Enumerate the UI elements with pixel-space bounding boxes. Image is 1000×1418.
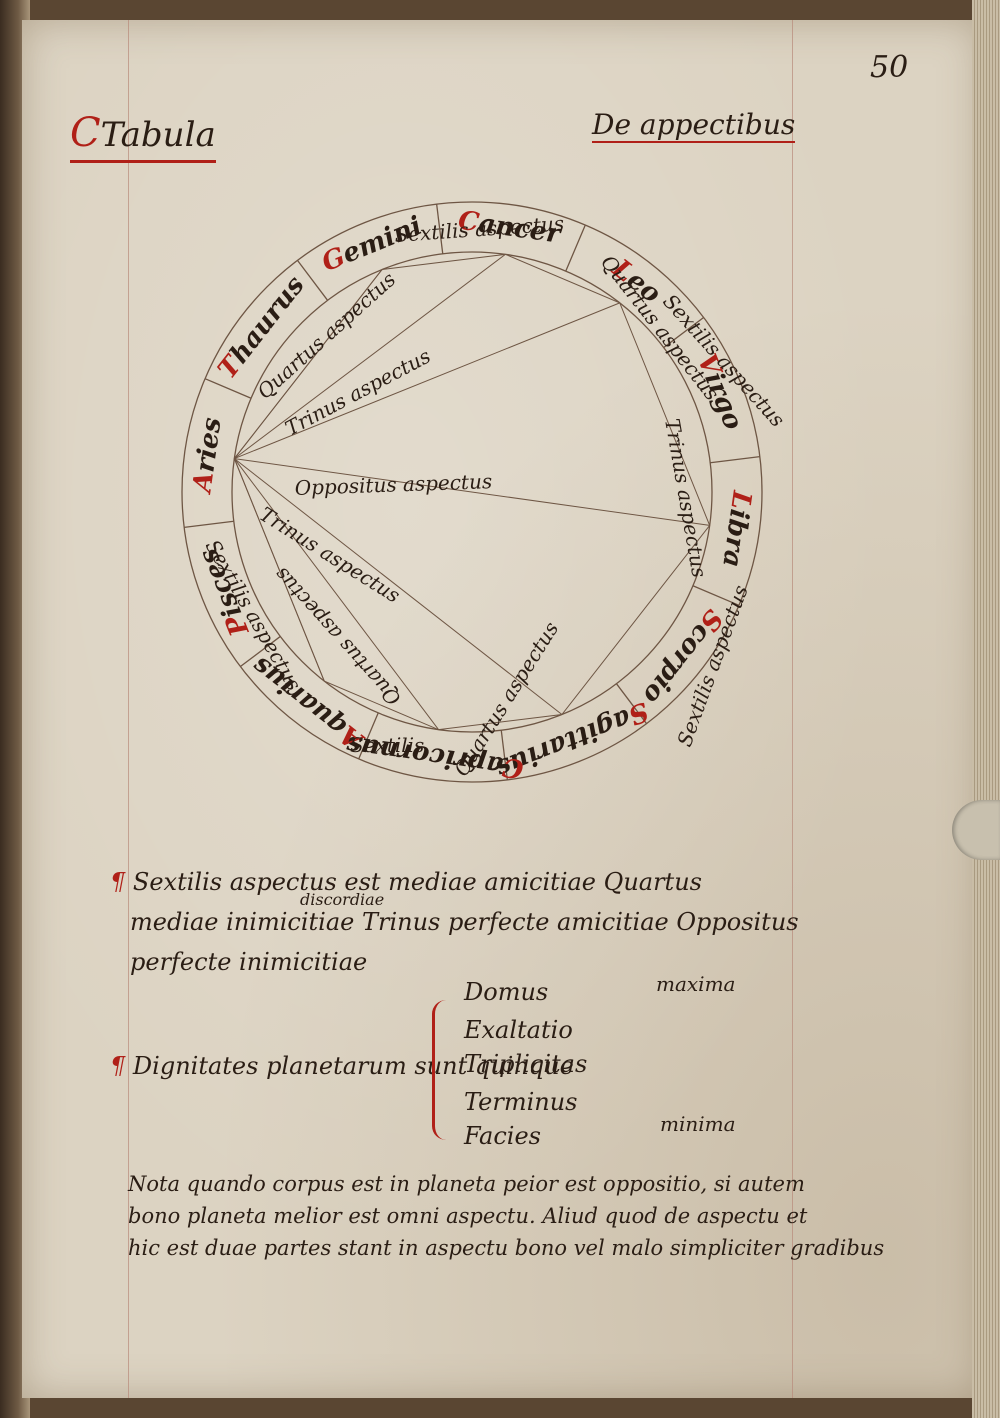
sector-divider <box>204 378 252 399</box>
dignitas-terminus: Terminus <box>464 1088 578 1116</box>
ruling-line-right <box>792 20 793 1398</box>
inner-circle <box>231 251 713 733</box>
aspect-chord <box>234 302 620 460</box>
dignitas-domus: Domus <box>464 978 549 1006</box>
aspect-chord <box>234 458 710 526</box>
initial-capital: C <box>70 110 101 156</box>
note-line-2: mediae inimicitiae Trinus perfecte amici… <box>130 908 799 936</box>
closing-line-3: hic est duae partes stant in aspectu bon… <box>128 1236 885 1260</box>
note-superscript: discordiae <box>300 890 385 909</box>
sector-divider <box>358 712 379 760</box>
aspect-trinus-right: Trinus aspectus <box>660 417 712 580</box>
dignitas-exaltatio: Exaltatio <box>464 1016 573 1044</box>
outer-circle <box>181 201 763 783</box>
sector-divider <box>565 224 586 272</box>
aspect-sextilis-bottom: Sextilis <box>350 733 424 757</box>
aspect-chord <box>233 458 325 682</box>
sector-divider <box>500 730 508 780</box>
dignitates-label: ¶ Dignitates planetarum sunt quinque <box>110 1052 574 1080</box>
section-heading: De appectibus <box>592 108 796 143</box>
ruling-line-left <box>128 20 129 1398</box>
aspect-chord <box>233 458 439 730</box>
paragraph-mark: ¶ <box>110 868 133 896</box>
aspect-trinus-lower: Trinus aspectus <box>255 502 404 608</box>
dignitas-maxima: maxima <box>656 972 736 996</box>
aspect-chord <box>234 253 506 459</box>
dignitas-triplicitas: Triplicitas <box>464 1050 588 1078</box>
sector-divider <box>240 635 281 668</box>
aspect-oppositus: Oppositus aspectus <box>294 469 492 500</box>
aspect-chord <box>234 458 563 715</box>
note-line-3: perfecte inimicitiae <box>130 948 368 976</box>
sector-divider <box>692 585 740 606</box>
paragraph-mark: ¶ <box>110 1052 133 1080</box>
page-edges <box>972 0 1000 1418</box>
title-text: Tabula <box>100 115 216 155</box>
closing-line-2: bono planeta melior est omni aspectu. Al… <box>128 1204 808 1228</box>
red-brace <box>432 1000 453 1140</box>
sector-divider <box>663 316 704 349</box>
manuscript-page <box>22 20 980 1398</box>
sector-divider <box>615 683 648 724</box>
sector-divider <box>710 456 760 464</box>
zodiac-sign-aries: Aries <box>187 415 228 497</box>
aspect-chord <box>233 269 383 459</box>
page-title: CTabula <box>70 110 216 163</box>
folio-number: 50 <box>870 50 909 85</box>
sector-divider <box>436 204 444 254</box>
dignitas-minima: minima <box>660 1112 736 1136</box>
zodiac-sign-libra: Libra <box>716 488 757 569</box>
note-line-1: ¶ Sextilis aspectus est mediae amicitiae… <box>110 868 702 896</box>
sector-divider <box>296 260 329 301</box>
dignitas-facies: Facies <box>464 1122 541 1150</box>
sector-divider <box>184 520 234 528</box>
clasp-tab <box>952 800 1000 860</box>
closing-line-1: Nota quando corpus est in planeta peior … <box>128 1172 805 1196</box>
